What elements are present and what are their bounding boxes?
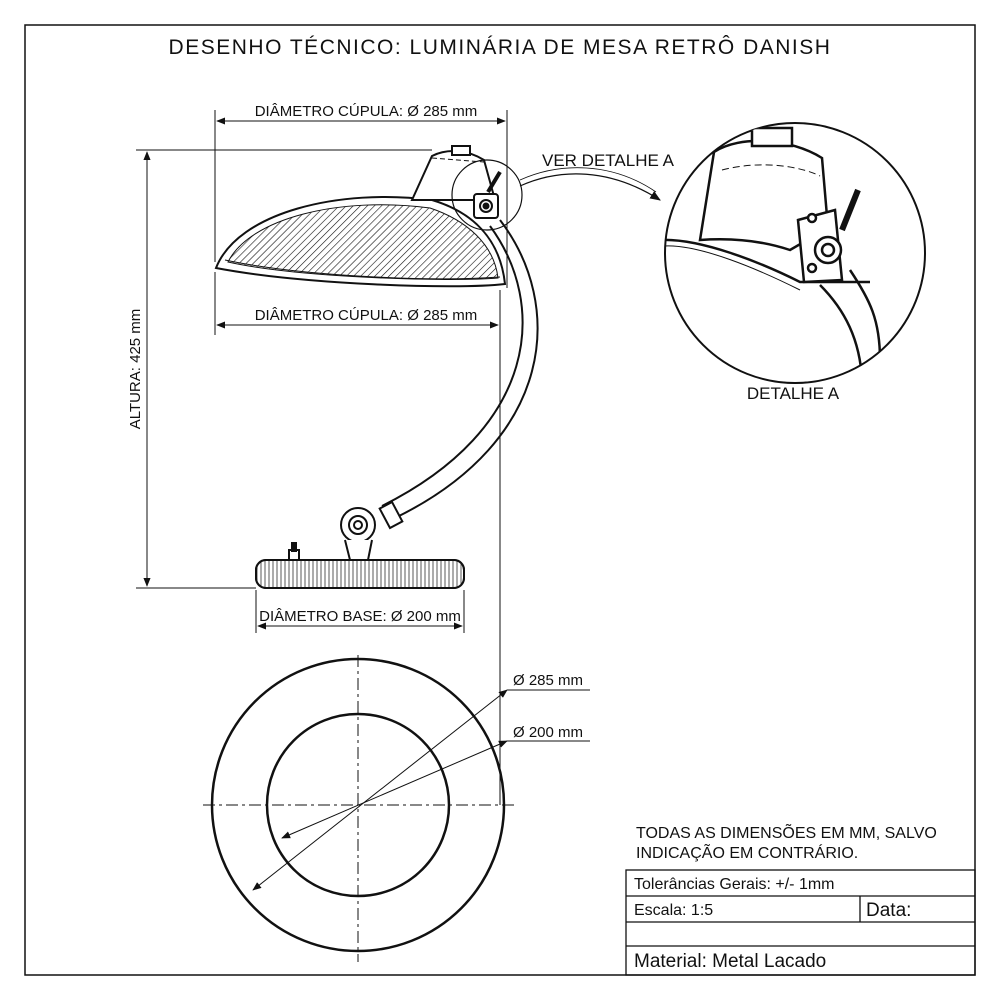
- dim-height: ALTURA: 425 mm: [127, 309, 144, 430]
- lamp-shade-hatch: [227, 204, 499, 280]
- detail-callout: VER DETALHE A: [542, 151, 675, 170]
- detail-a-marker: [451, 159, 523, 231]
- tolerance-field: Tolerâncias Gerais: +/- 1mm: [634, 876, 835, 893]
- dim-base: DIÂMETRO BASE: Ø 200 mm: [259, 608, 461, 625]
- lamp-arm-inner: [381, 225, 524, 507]
- title-block: [625, 869, 976, 976]
- material-field: Material: Metal Lacado: [634, 951, 826, 972]
- detail-callout-arrow: [519, 173, 661, 201]
- sheet-border: [24, 24, 976, 976]
- dim-plan-inner: Ø 200 mm: [513, 724, 583, 741]
- dimension-lines: [136, 110, 508, 805]
- detail-caption: DETALHE A: [747, 384, 840, 403]
- date-field: Data:: [866, 900, 911, 921]
- general-note-line1: TODAS AS DIMENSÕES EM MM, SALVO: [636, 822, 937, 842]
- drawing-title: DESENHO TÉCNICO: LUMINÁRIA DE MESA RETRÔ…: [169, 36, 832, 59]
- general-note-line2: INDICAÇÃO EM CONTRÁRIO.: [636, 842, 858, 862]
- detail-a-view: [664, 122, 926, 384]
- lamp-elevation: [214, 145, 539, 589]
- dim-shade-top: DIÂMETRO CÚPULA: Ø 285 mm: [255, 103, 478, 120]
- lamp-base: [255, 559, 465, 589]
- lamp-shade-cap: [410, 150, 497, 201]
- scale-field: Escala: 1:5: [634, 902, 713, 919]
- dim-shade-bottom: DIÂMETRO CÚPULA: Ø 285 mm: [255, 307, 478, 324]
- dim-plan-outer: Ø 285 mm: [513, 672, 583, 689]
- plan-view: [203, 655, 590, 962]
- lamp-arm-outer: [394, 219, 539, 519]
